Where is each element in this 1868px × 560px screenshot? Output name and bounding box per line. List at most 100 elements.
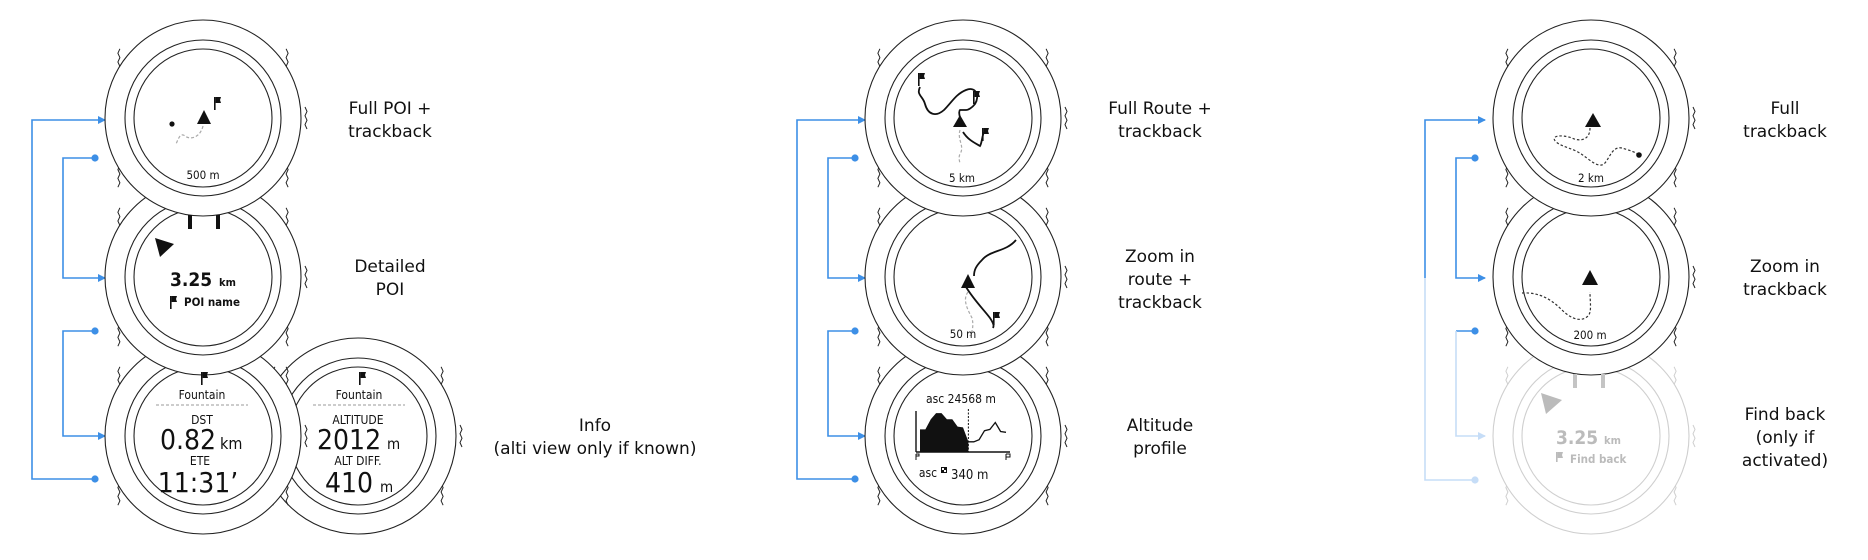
map-scale: 500 m (186, 168, 219, 182)
full-trackback-screen: 2 km (1553, 113, 1642, 185)
side-button (285, 323, 289, 347)
label-line: Zoom in (1750, 257, 1820, 277)
side-button (459, 424, 463, 448)
label-line: Full (1770, 99, 1800, 119)
side-button (877, 323, 881, 347)
connector-dot (851, 327, 859, 335)
side-button (1673, 164, 1677, 188)
label-line: Zoom in (1125, 247, 1195, 267)
label-line: Find back (1744, 405, 1826, 425)
side-button (877, 482, 881, 506)
side-button (1505, 323, 1509, 347)
poi-distance-unit: km (219, 276, 236, 289)
bearing-tick (188, 215, 192, 229)
connector-line (796, 116, 866, 480)
label-line: route + (1127, 270, 1193, 290)
position-arrow-icon (1582, 270, 1598, 285)
zoom-trackback-screen: 200 m (1521, 270, 1607, 342)
connector-line (1424, 278, 1475, 481)
connector-dot (1471, 476, 1479, 484)
altitude-profile-screen: asc 24568 m asc 340 m (915, 392, 1011, 483)
position-arrow-icon (953, 115, 967, 127)
position-arrow-icon (961, 274, 975, 288)
connector-dot (91, 327, 99, 335)
poi-title: Fountain (179, 388, 226, 402)
side-button (1692, 424, 1696, 448)
map-scale: 200 m (1573, 328, 1606, 342)
label-line: Detailed (354, 257, 426, 277)
trackback-path (958, 129, 963, 165)
trackback-path (1521, 291, 1592, 320)
label-line: Info (578, 416, 612, 436)
connector-line (1455, 331, 1486, 440)
findback-distance-unit: km (1604, 434, 1621, 447)
label-line: Full POI + (348, 99, 432, 119)
side-button (1045, 482, 1049, 506)
side-button (1064, 106, 1068, 130)
poi-distance: 3.25 (170, 269, 212, 291)
ete-value: 11:31’ (158, 466, 239, 499)
connector-brackets (31, 116, 1486, 484)
side-button (304, 106, 308, 130)
direction-arrow-icon (155, 238, 174, 257)
findback-distance: 3.25 (1556, 427, 1598, 449)
altitude-label: ALTITUDE (332, 413, 383, 427)
watch (259, 337, 463, 535)
label-full-poi: Full POI + trackback (330, 98, 450, 144)
ascent-prefix: asc (919, 466, 937, 480)
side-button (285, 482, 289, 506)
alt-diff-label: ALT DIFF. (334, 454, 381, 468)
connector-dot (91, 475, 99, 483)
zoom-route-screen: 50 m (950, 239, 1017, 341)
side-button (304, 265, 308, 289)
label-line: trackback (1743, 122, 1827, 142)
side-button (877, 164, 881, 188)
side-button (440, 482, 444, 506)
side-button (117, 482, 121, 506)
ete-label: ETE (190, 454, 210, 468)
findback-flag-icon (1556, 452, 1563, 462)
connector-line (1455, 157, 1486, 282)
label-find-back: Find back (only if activated) (1725, 404, 1845, 473)
side-button (1673, 323, 1677, 347)
dst-unit: km (220, 434, 242, 453)
label-line: (only if (1755, 428, 1815, 448)
connector-dot (1471, 154, 1479, 162)
poi-title: Fountain (336, 388, 383, 402)
label-line: trackback (348, 122, 432, 142)
route-path (965, 239, 1017, 329)
dst-label: DST (191, 413, 213, 427)
side-button (117, 323, 121, 347)
label-line: Altitude (1126, 416, 1194, 436)
watch (864, 19, 1068, 217)
label-line: trackback (1743, 280, 1827, 300)
side-button (1505, 164, 1509, 188)
side-button (1064, 424, 1068, 448)
label-line: trackback (1118, 293, 1202, 313)
connector-line (31, 116, 106, 480)
map-scale: 2 km (1578, 171, 1604, 185)
label-full-route: Full Route + trackback (1090, 98, 1230, 144)
profile-remaining-line (968, 421, 1007, 443)
label-full-trackback: Full trackback (1725, 98, 1845, 144)
bearing-tick (1601, 374, 1605, 388)
position-arrow-icon (197, 110, 211, 124)
label-line: (alti view only if known) (493, 439, 697, 459)
bearing-tick (216, 215, 220, 229)
connector-dot (1471, 327, 1479, 335)
info-screen-altitude: Fountain ALTITUDE 2012 m ALT DIFF. 410 m (313, 372, 405, 499)
side-button (1045, 164, 1049, 188)
label-line: activated) (1741, 451, 1829, 471)
side-button (1692, 265, 1696, 289)
watch-ring (1512, 39, 1670, 197)
start-point-icon (1636, 152, 1642, 158)
altitude-unit: m (387, 435, 400, 453)
side-button (285, 164, 289, 188)
map-scale: 50 m (950, 327, 977, 341)
start-marker-icon (915, 453, 920, 460)
direction-arrow-icon (1541, 393, 1562, 414)
position-arrow-icon (1585, 113, 1601, 127)
label-line: trackback (1118, 122, 1202, 142)
end-marker-icon (1005, 453, 1011, 460)
